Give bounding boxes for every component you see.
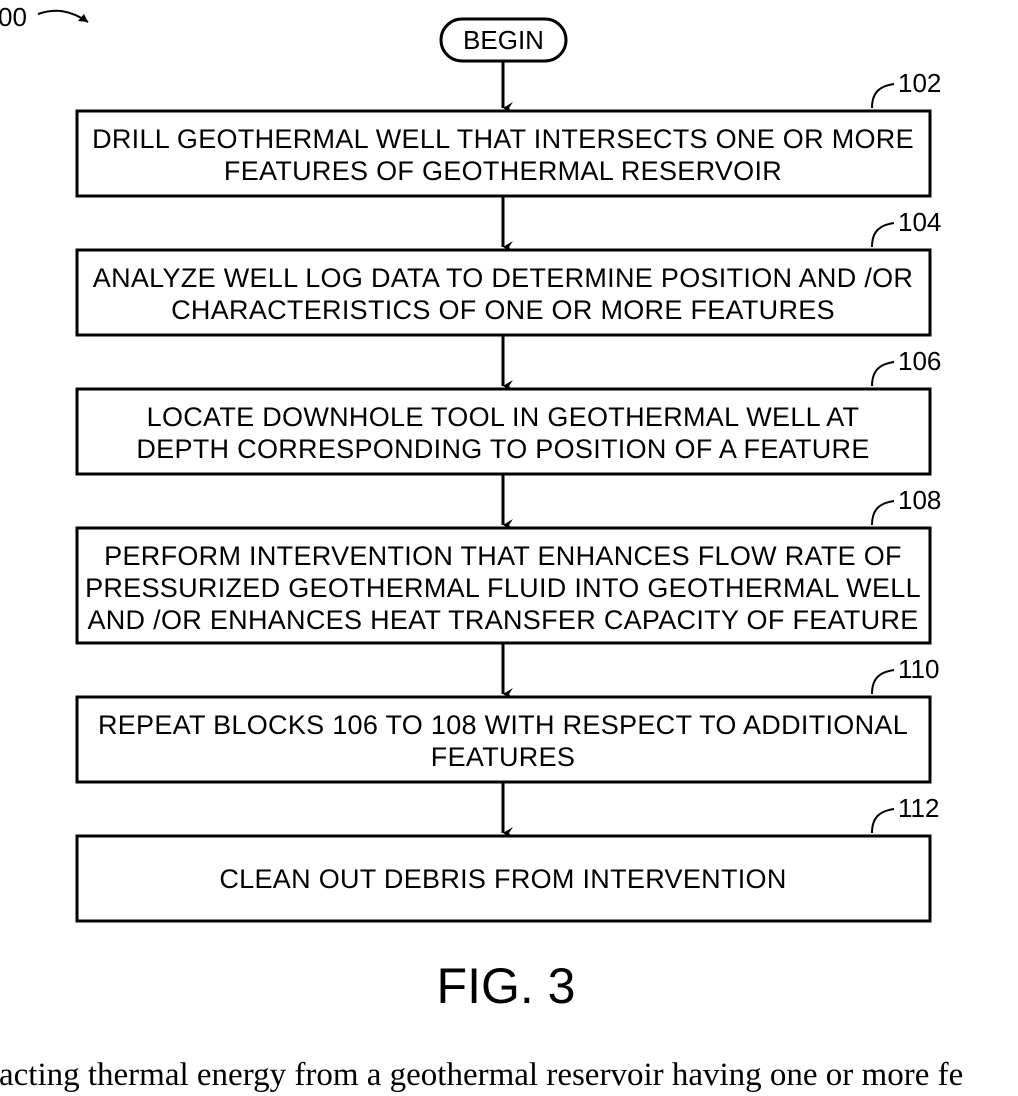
step-ref-label: 106 [898, 346, 941, 376]
step-106: 106 LOCATE DOWNHOLE TOOL IN GEOTHERMAL W… [77, 346, 941, 474]
step-text-line: DEPTH CORRESPONDING TO POSITION OF A FEA… [136, 434, 869, 464]
step-ref-label: 112 [898, 793, 939, 823]
step-102: 102 DRILL GEOTHERMAL WELL THAT INTERSECT… [77, 68, 941, 196]
step-ref-leader [872, 809, 894, 833]
step-text-line: CHARACTERISTICS OF ONE OR MORE FEATURES [171, 295, 835, 325]
step-110: 110 REPEAT BLOCKS 106 TO 108 WITH RESPEC… [77, 654, 939, 782]
figure-title: FIG. 3 [437, 958, 576, 1014]
figure-reference-label: 00 [0, 2, 27, 32]
step-text-line: LOCATE DOWNHOLE TOOL IN GEOTHERMAL WELL … [147, 402, 860, 432]
step-112: 112 CLEAN OUT DEBRIS FROM INTERVENTION [77, 793, 939, 921]
step-108: 108 PERFORM INTERVENTION THAT ENHANCES F… [77, 485, 941, 643]
step-ref-leader [872, 670, 894, 694]
step-ref-label: 102 [898, 68, 941, 98]
step-text-line: ANALYZE WELL LOG DATA TO DETERMINE POSIT… [93, 263, 913, 293]
step-text-line: FEATURES [431, 742, 575, 772]
step-text-line: PRESSURIZED GEOTHERMAL FLUID INTO GEOTHE… [85, 573, 921, 603]
figure-reference: 00 [0, 2, 88, 32]
step-ref-leader [872, 501, 894, 525]
step-text-line: FEATURES OF GEOTHERMAL RESERVOIR [224, 156, 782, 186]
caption-line: racting thermal energy from a geothermal… [0, 1054, 963, 1096]
step-text-line: PERFORM INTERVENTION THAT ENHANCES FLOW … [104, 541, 902, 571]
step-ref-label: 104 [898, 207, 941, 237]
begin-label: BEGIN [463, 25, 544, 55]
step-104: 104 ANALYZE WELL LOG DATA TO DETERMINE P… [77, 207, 941, 335]
caption-text: racting thermal energy from a geothermal… [0, 1054, 1018, 1096]
begin-terminator: BEGIN [441, 19, 566, 61]
step-text-line: DRILL GEOTHERMAL WELL THAT INTERSECTS ON… [92, 124, 914, 154]
step-ref-label: 110 [898, 654, 939, 684]
step-text-line: CLEAN OUT DEBRIS FROM INTERVENTION [219, 864, 786, 894]
step-ref-leader [872, 223, 894, 247]
step-text-line: REPEAT BLOCKS 106 TO 108 WITH RESPECT TO… [98, 710, 908, 740]
step-text-line: AND /OR ENHANCES HEAT TRANSFER CAPACITY … [87, 605, 918, 635]
step-ref-label: 108 [898, 485, 941, 515]
step-ref-leader [872, 84, 894, 108]
step-ref-leader [872, 362, 894, 386]
